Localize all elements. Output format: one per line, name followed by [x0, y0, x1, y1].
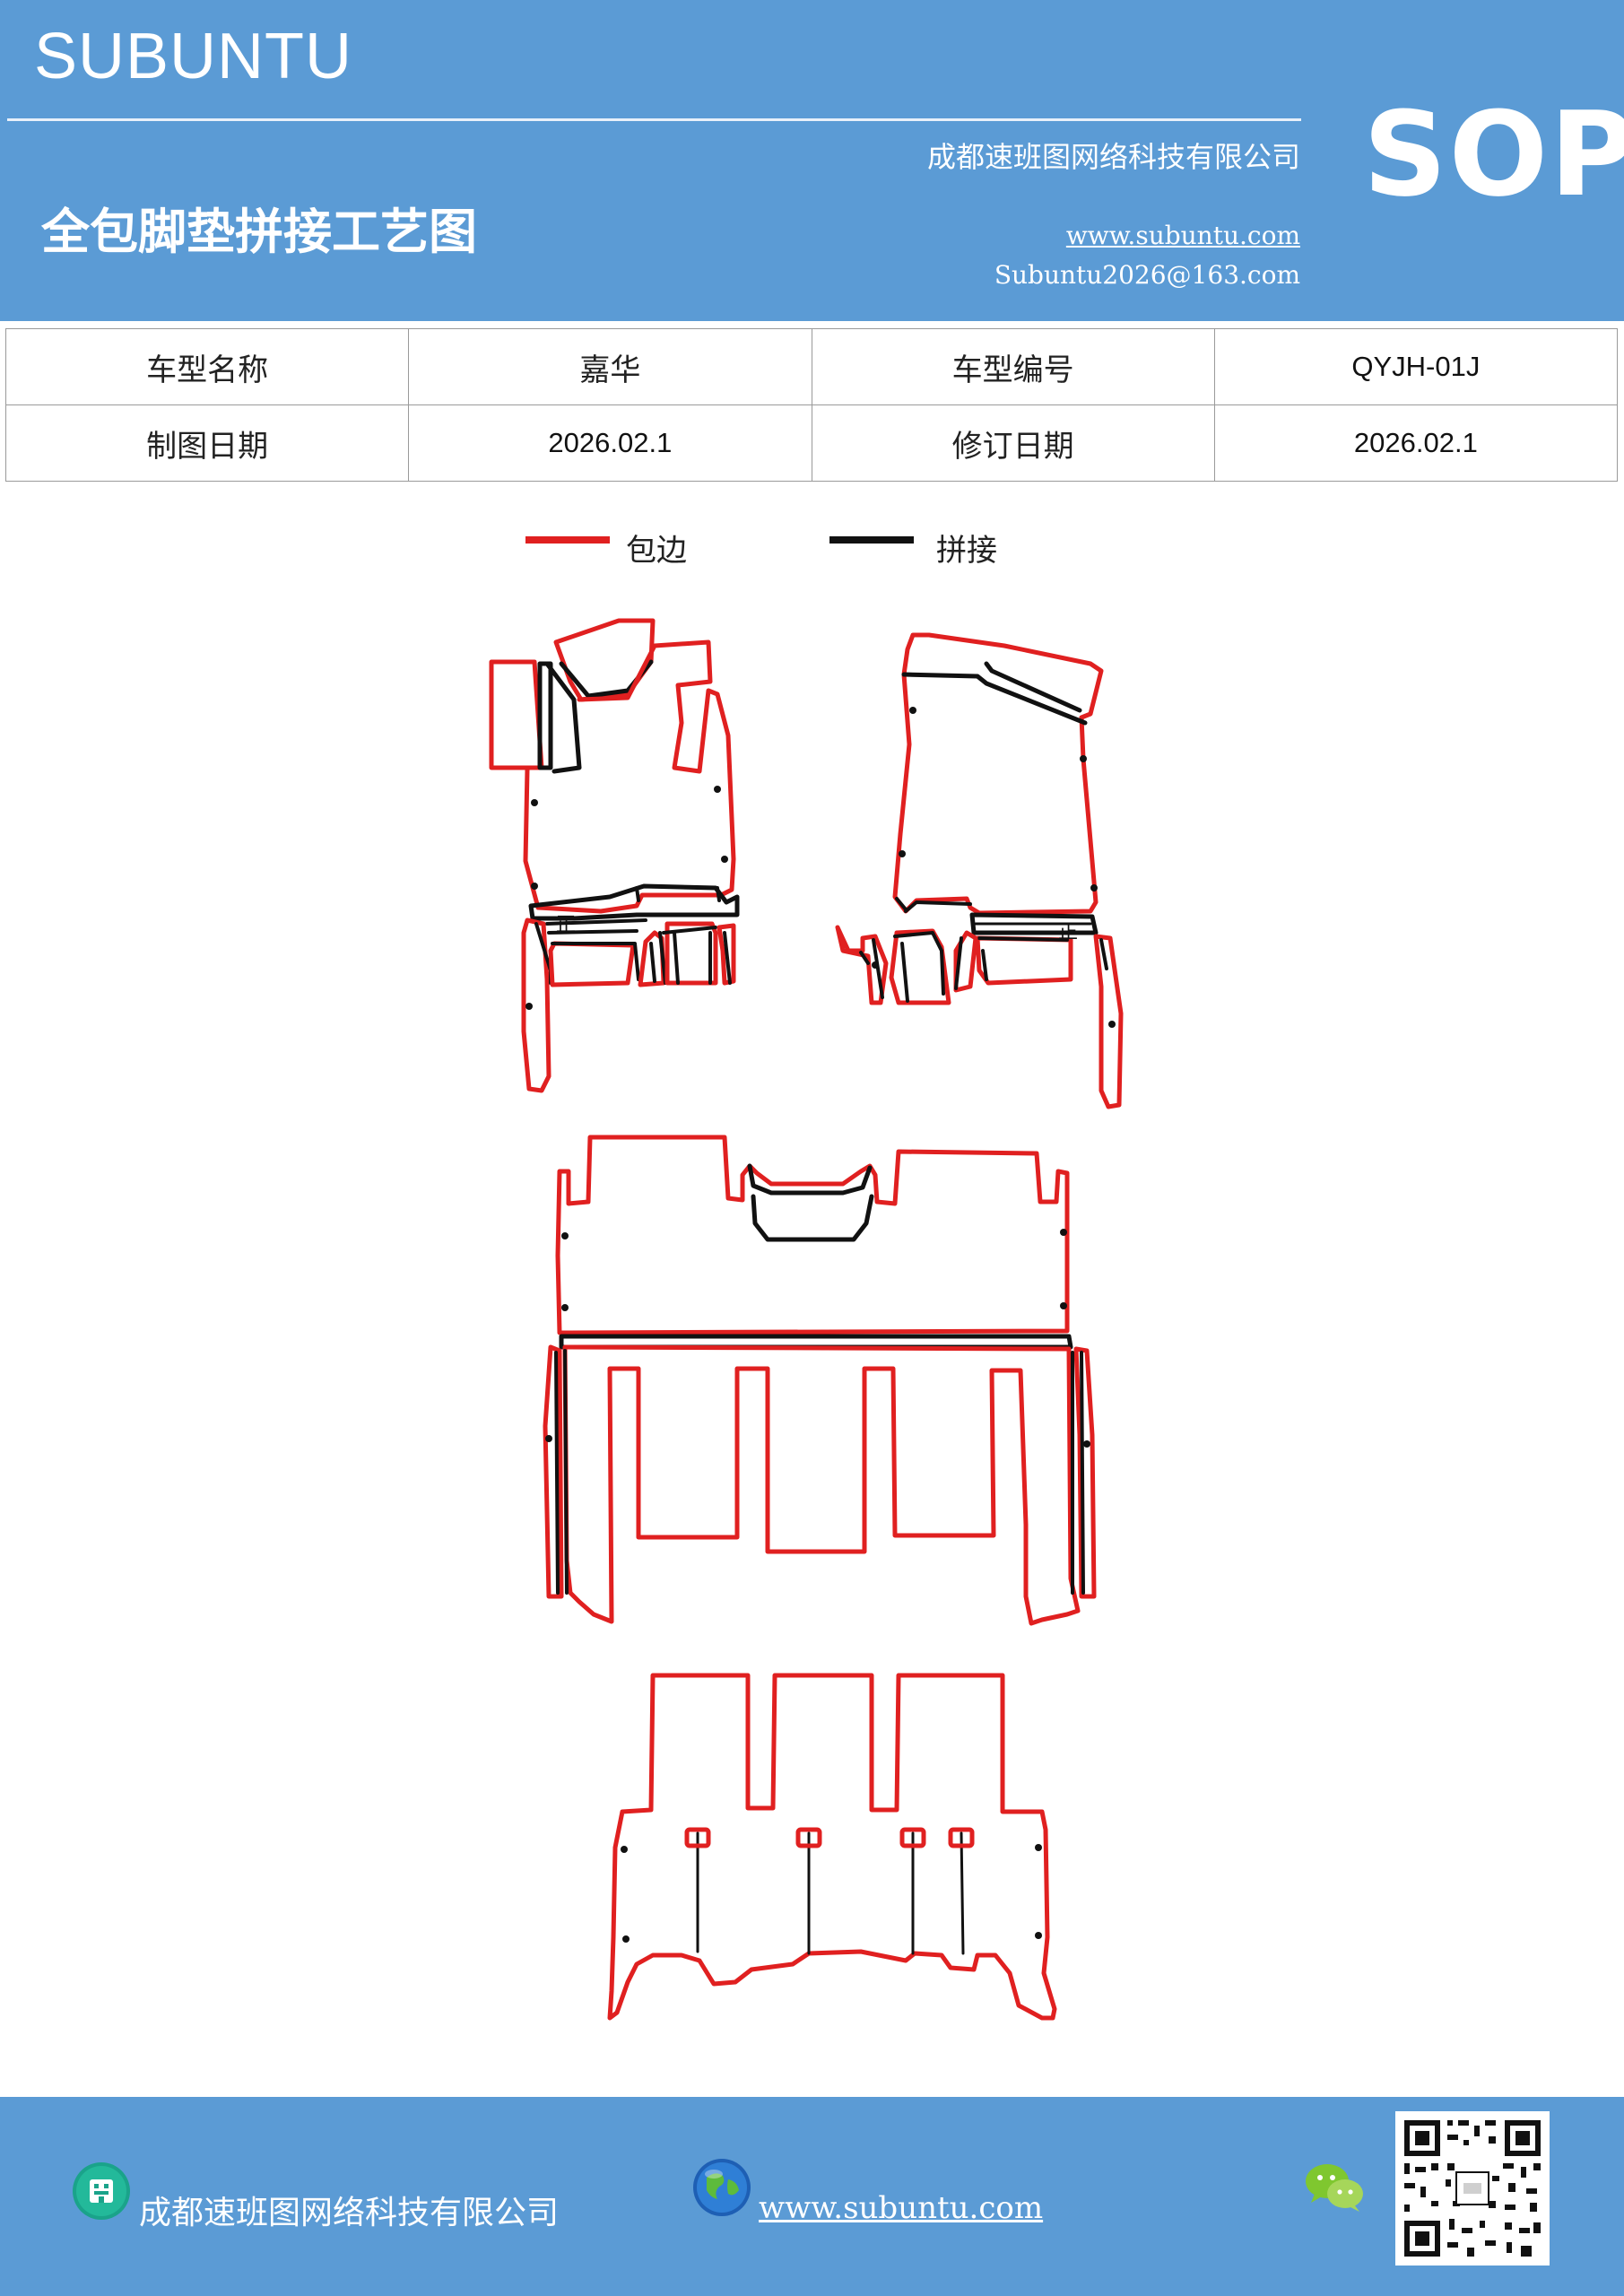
front-left-mat: 正: [489, 618, 740, 1093]
header-email: Subuntu2026@163.com: [994, 260, 1300, 290]
sop-badge: SOP: [1363, 86, 1624, 222]
qr-code: [1395, 2111, 1550, 2266]
legend-join-label: 拼接: [936, 533, 997, 569]
revise-date-value: 2026.02.1: [1213, 404, 1619, 482]
front-right-mark: 正: [1058, 921, 1078, 944]
draw-date-value: 2026.02.1: [408, 404, 812, 482]
page-title: 全包脚垫拼接工艺图: [41, 204, 477, 260]
model-name-label: 车型名称: [4, 328, 410, 405]
third-row-mat: [607, 1673, 1057, 2021]
front-left-mark: 正: [556, 914, 576, 936]
globe-icon: [693, 2159, 751, 2216]
second-row-lower-mat: [543, 1344, 1097, 1626]
footer-website-link[interactable]: www.subuntu.com: [759, 2190, 1044, 2226]
model-code-value: QYJH-01J: [1213, 328, 1619, 405]
front-right-mat: 正: [835, 632, 1124, 1109]
info-table: 车型名称 嘉华 车型编号 QYJH-01J 制图日期 2026.02.1 修订日…: [4, 328, 1619, 482]
header-website-link[interactable]: www.subuntu.com: [1065, 221, 1300, 250]
building-icon: [73, 2162, 130, 2220]
table-row: 制图日期 2026.02.1 修订日期 2026.02.1: [4, 404, 1619, 482]
qr-code-pattern: [1395, 2111, 1550, 2266]
model-code-label: 车型编号: [811, 328, 1215, 405]
footer-banner: 成都速班图网络科技有限公司 www.subuntu.com: [0, 2097, 1624, 2296]
brand-name: SUBUNTU: [34, 21, 353, 92]
header-banner: SUBUNTU 成都速班图网络科技有限公司 全包脚垫拼接工艺图 www.subu…: [0, 0, 1624, 321]
model-name-value: 嘉华: [408, 328, 812, 405]
header-divider: [7, 118, 1301, 121]
legend-edge-label: 包边: [626, 533, 687, 569]
header-company: 成都速班图网络科技有限公司: [926, 140, 1300, 174]
table-row: 车型名称 嘉华 车型编号 QYJH-01J: [4, 328, 1619, 405]
footer-company: 成都速班图网络科技有限公司: [139, 2195, 560, 2231]
draw-date-label: 制图日期: [4, 404, 410, 482]
second-row-upper-mat: [555, 1135, 1073, 1350]
legend-join-swatch: [829, 536, 914, 544]
legend-edge-swatch: [525, 536, 610, 544]
revise-date-label: 修订日期: [811, 404, 1215, 482]
legend: 包边 拼接: [0, 527, 1624, 572]
wechat-icon: [1306, 2164, 1363, 2212]
